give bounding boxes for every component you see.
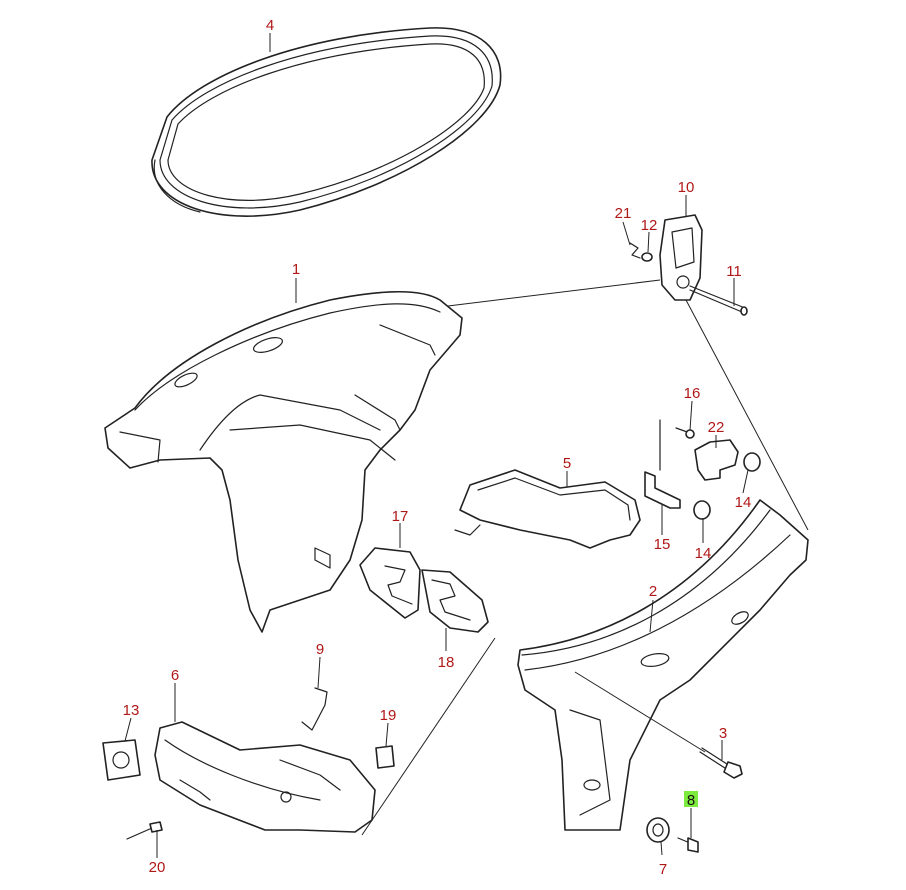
callout-11[interactable]: 11 (726, 263, 742, 280)
part-22-bracket[interactable] (694, 439, 739, 481)
part-13-grommet[interactable] (102, 739, 141, 781)
callout-4[interactable]: 4 (266, 17, 274, 34)
part-15-bracket[interactable] (644, 419, 681, 509)
part-21-clip[interactable] (629, 242, 641, 259)
callout-18[interactable]: 18 (438, 654, 455, 671)
callout-12[interactable]: 12 (641, 217, 658, 234)
callout-15[interactable]: 15 (654, 536, 671, 553)
callout-10[interactable]: 10 (678, 179, 695, 196)
part-16-screw[interactable] (675, 427, 695, 439)
part-17-seal[interactable] (359, 547, 421, 619)
callout-1[interactable]: 1 (292, 261, 300, 278)
highlight-box (684, 791, 698, 807)
callout-6[interactable]: 6 (171, 667, 179, 684)
part-10-latch-bracket[interactable] (659, 214, 703, 301)
part-14-cap-upper[interactable] (743, 452, 761, 472)
callout-17[interactable]: 17 (392, 508, 409, 525)
part-5-frame[interactable] (454, 469, 641, 549)
part-1-upper-cover[interactable] (104, 290, 463, 633)
callout-8[interactable]: 8 (687, 792, 695, 809)
part-11-pin[interactable] (689, 285, 748, 316)
callout-14-lower[interactable]: 14 (695, 545, 712, 562)
part-18-seal[interactable] (421, 569, 489, 633)
callout-leaders (124, 33, 749, 858)
callout-16[interactable]: 16 (684, 385, 701, 402)
assembly-lines (361, 279, 809, 836)
part-6-tray[interactable] (154, 721, 376, 833)
callout-3[interactable]: 3 (719, 725, 727, 742)
part-20-rivet[interactable] (126, 821, 163, 840)
part-19-sleeve[interactable] (375, 745, 395, 769)
part-9-clip[interactable] (301, 687, 328, 731)
callout-2[interactable]: 2 (649, 583, 657, 600)
callout-20[interactable]: 20 (149, 859, 166, 876)
callout-13[interactable]: 13 (123, 702, 140, 719)
part-3-bolt[interactable] (699, 747, 743, 779)
callout-14-upper[interactable]: 14 (735, 494, 752, 511)
callout-19[interactable]: 19 (380, 707, 397, 724)
part-2-lower-cover[interactable] (517, 499, 809, 831)
callout-21[interactable]: 21 (615, 205, 632, 222)
part-8-bolt[interactable] (677, 837, 699, 853)
callout-9[interactable]: 9 (316, 641, 324, 658)
part-12-washer[interactable] (641, 252, 653, 262)
part-14-cap-lower[interactable] (693, 500, 711, 520)
callout-7[interactable]: 7 (659, 861, 667, 878)
callout-22[interactable]: 22 (708, 419, 725, 436)
callout-5[interactable]: 5 (563, 455, 571, 472)
callouts: 4 1 2 3 5 6 7 8 9 10 11 12 13 14 14 15 1… (123, 17, 752, 878)
part-7-bushing[interactable] (646, 817, 670, 843)
part-4-seal[interactable] (151, 27, 502, 217)
